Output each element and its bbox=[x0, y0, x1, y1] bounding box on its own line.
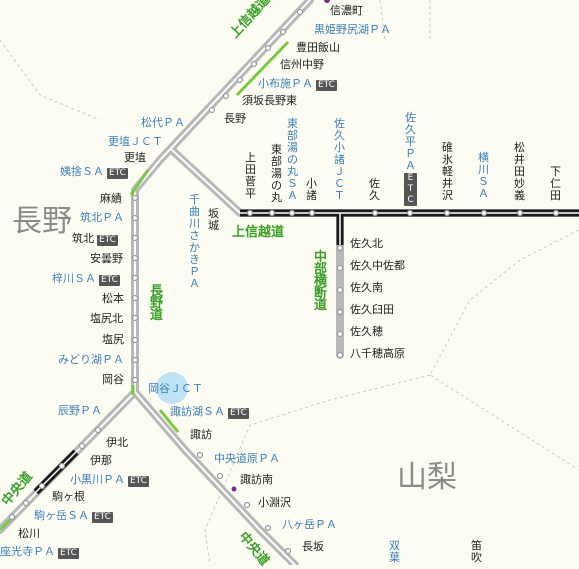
stop-saku-minami: 佐久南 bbox=[350, 281, 383, 294]
stop-koshoku: 更埴 bbox=[124, 151, 146, 164]
etc-badge: ETC bbox=[99, 275, 120, 286]
road-label-joshinetsu-east: 上信越道 bbox=[232, 225, 285, 240]
stop-matsuida-myogi: 松井田妙義 bbox=[514, 141, 525, 202]
etc-badge: ETC bbox=[107, 168, 128, 179]
interchange-markers bbox=[8, 8, 560, 555]
stop-usui-karuizawa: 碓氷軽井沢 bbox=[442, 141, 453, 202]
stop-komoro: 小諸 bbox=[306, 177, 317, 202]
stop-kurohime-pa: 黒姫野尻湖ＰＡ bbox=[314, 23, 391, 36]
purple-marker-suwaminami bbox=[231, 486, 237, 492]
stop-omi: 麻績 bbox=[100, 192, 122, 205]
stop-suzaka: 須坂長野東 bbox=[242, 94, 297, 107]
stop-yokokawa-sa: 横川ＳＡ bbox=[478, 151, 489, 200]
stop-chuodohara-pa: 中央道原ＰＡ bbox=[214, 452, 280, 465]
stop-toyota-iiyama: 豊田飯山 bbox=[296, 41, 340, 54]
purple-marker-top bbox=[324, 0, 330, 3]
stop-shinshu-nakano: 信州中野 bbox=[280, 58, 324, 71]
etc-badge: ETC bbox=[128, 476, 149, 487]
stop-chikuhoku-pa: 筑北ＰＡ bbox=[80, 211, 124, 224]
etc-badge: ETC bbox=[316, 80, 337, 91]
etc-badge: ETC bbox=[97, 235, 118, 246]
green-road-segments bbox=[0, 40, 290, 532]
stop-shiojiri: 塩尻 bbox=[102, 333, 124, 346]
etc-badge: ETC bbox=[92, 512, 113, 523]
stop-komagane: 駒ヶ根 bbox=[52, 490, 85, 503]
stop-saku-ho: 佐久穂 bbox=[350, 325, 383, 338]
stop-tobu-yunomaru: 東部湯の丸 bbox=[271, 143, 282, 204]
stop-yatsugatake-pa: 八ヶ岳ＰＡ bbox=[282, 518, 337, 531]
stop-shiojiri-hokuto: 塩尻北 bbox=[90, 312, 123, 325]
stop-nagano: 長野 bbox=[224, 112, 246, 125]
stop-ueda-sugadaira: 上田菅平 bbox=[245, 151, 256, 200]
stop-chikumagawa-pa: 千曲川さかきＰＡ bbox=[189, 193, 200, 290]
stop-saku-nakasado: 佐久中佐都 bbox=[350, 259, 405, 272]
stop-sakudaira-pa: 佐久平ＰＡETC bbox=[404, 111, 417, 206]
prefecture-yamanashi: 山梨 bbox=[397, 460, 457, 495]
stop-saku-kita: 佐久北 bbox=[350, 237, 383, 250]
etc-badge: ETC bbox=[228, 408, 249, 419]
road-label-nagano: 長野道 bbox=[150, 284, 164, 323]
stop-azumino: 安曇野 bbox=[90, 252, 123, 265]
stop-saku-usuda: 佐久臼田 bbox=[350, 303, 394, 316]
stop-okaya-jct: 岡谷ＪＣＴ bbox=[148, 382, 203, 395]
stop-tobu-yunomaru-sa: 東部湯の丸ＳＡ bbox=[287, 117, 298, 202]
prefecture-nagano: 長野 bbox=[12, 204, 72, 239]
stop-matsukawa: 松川 bbox=[18, 527, 40, 540]
road-label-chubu-odan: 中部横断道 bbox=[314, 250, 328, 313]
stop-matsushiro-pa: 松代ＰＡ bbox=[141, 116, 185, 129]
stop-sakaki: 坂城 bbox=[208, 207, 219, 232]
stop-saku-komoro-jct: 佐久小諸ＪＣＴ bbox=[334, 117, 345, 202]
stop-okaya: 岡谷 bbox=[102, 373, 124, 386]
etc-badge: ETC bbox=[58, 548, 79, 559]
stop-suwaminami: 諏訪南 bbox=[240, 473, 273, 486]
stop-tatsuno-pa: 辰野ＰＡ bbox=[58, 404, 102, 417]
stop-saku: 佐久 bbox=[369, 177, 380, 202]
stop-suwa: 諏訪 bbox=[190, 428, 212, 441]
etc-badge: ETC bbox=[404, 173, 417, 206]
stop-shimonita: 下仁田 bbox=[550, 165, 561, 202]
stop-shinanomachi: 信濃町 bbox=[330, 4, 363, 17]
suwa-lake bbox=[156, 372, 188, 404]
stop-matsumoto: 松本 bbox=[102, 292, 124, 305]
stop-ina-kita: 伊北 bbox=[106, 436, 128, 449]
stop-midoriko-pa: みどり湖ＰＡ bbox=[58, 353, 124, 366]
stop-kobuchisawa: 小淵沢 bbox=[258, 496, 291, 509]
stop-fuefuki: 笛吹 bbox=[471, 539, 482, 564]
stop-sokaku: 双葉 bbox=[389, 539, 400, 564]
stop-nagasaka: 長坂 bbox=[302, 540, 324, 553]
stop-ina: 伊那 bbox=[90, 454, 112, 467]
stop-koshoku-jct: 更埴ＪＣＴ bbox=[108, 135, 163, 148]
stop-yachiho-kogen: 八千穂高原 bbox=[350, 347, 405, 360]
